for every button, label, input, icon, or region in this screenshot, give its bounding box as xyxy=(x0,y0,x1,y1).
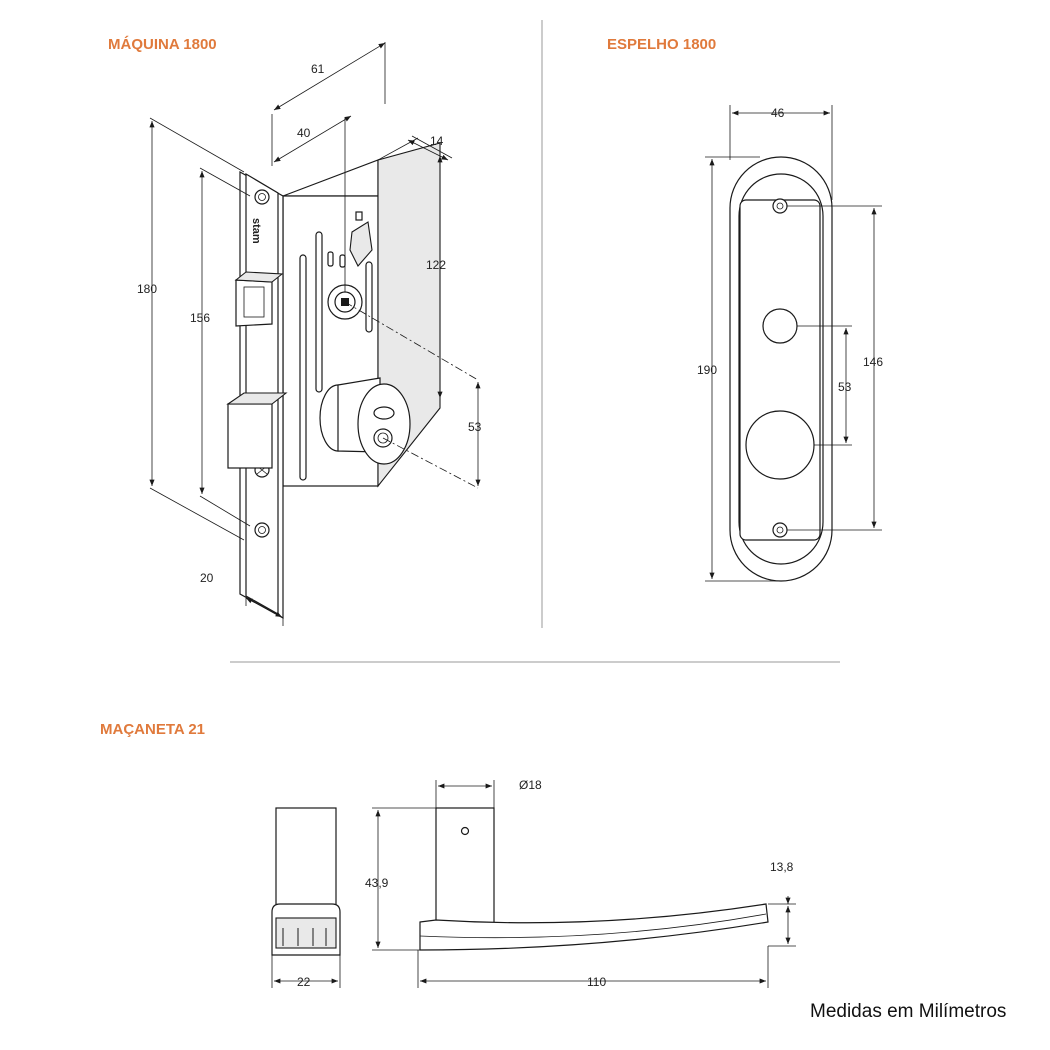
dim-190: 190 xyxy=(697,363,717,377)
maquina-dimensions xyxy=(149,42,481,626)
handle-front-view xyxy=(271,807,341,956)
cylinder-hole xyxy=(745,410,815,480)
dim-diameter-18: Ø18 xyxy=(519,778,542,792)
handle-lever xyxy=(419,903,769,951)
dim-156: 156 xyxy=(190,311,210,325)
handle-side-view xyxy=(419,807,769,951)
macaneta-dimensions xyxy=(271,780,796,988)
dim-13-8: 13,8 xyxy=(770,860,794,874)
macaneta-title: MAÇANETA 21 xyxy=(100,721,205,738)
dim-46: 46 xyxy=(771,106,785,120)
top-screw-hole xyxy=(772,198,788,214)
escutcheon-plate-drawing xyxy=(729,156,833,582)
dim-14: 14 xyxy=(430,134,444,148)
dim-180: 180 xyxy=(137,282,157,296)
espelho-title: ESPELHO 1800 xyxy=(607,36,716,53)
dim-122: 122 xyxy=(426,258,446,272)
lock-cylinder xyxy=(319,377,411,465)
dim-61: 61 xyxy=(311,62,325,76)
handle-neck xyxy=(435,807,495,929)
dim-20: 20 xyxy=(200,571,214,585)
handle-hole xyxy=(762,308,798,344)
units-note: Medidas em Milímetros xyxy=(810,1001,1006,1022)
brand-logo: stam xyxy=(250,218,262,244)
dim-53-espelho: 53 xyxy=(838,380,852,394)
espelho-dimensions xyxy=(705,105,882,582)
bottom-screw-hole xyxy=(772,522,788,538)
dead-bolt xyxy=(227,403,273,469)
dim-146: 146 xyxy=(863,355,883,369)
dim-53-maquina: 53 xyxy=(468,420,482,434)
maquina-title: MÁQUINA 1800 xyxy=(108,36,217,53)
dim-22: 22 xyxy=(297,975,311,989)
dim-43-9: 43,9 xyxy=(365,876,389,890)
mortise-lock-drawing: stam xyxy=(226,142,479,620)
dim-40: 40 xyxy=(297,126,311,140)
dim-110: 110 xyxy=(587,975,606,989)
